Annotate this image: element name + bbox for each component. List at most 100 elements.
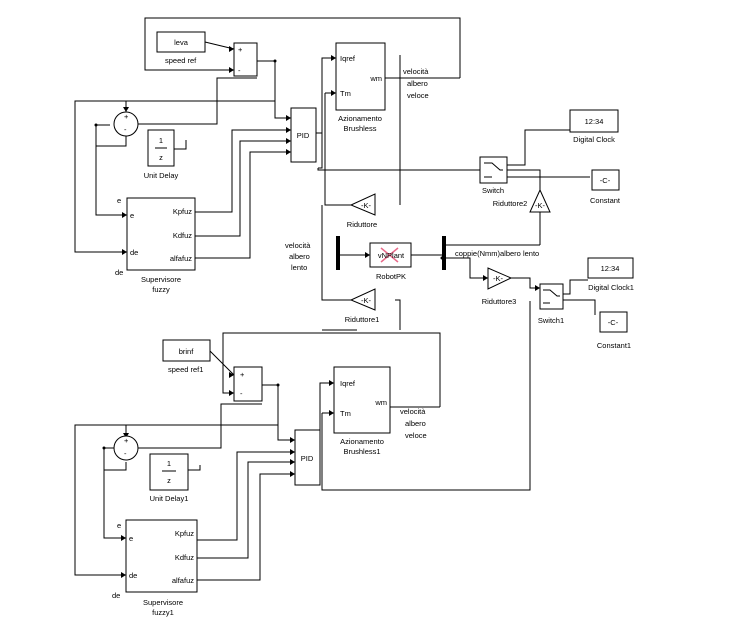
riduttore3-gain: -K- <box>493 274 504 283</box>
clock-caption: Digital Clock <box>573 135 615 144</box>
constant1-caption: Constant1 <box>597 341 631 350</box>
clock1-caption: Digital Clock1 <box>588 283 634 292</box>
brinf-caption: speed ref1 <box>168 365 203 374</box>
sum-top-minus: - <box>238 66 241 75</box>
sup-top-caption1: Supervisore <box>141 275 181 284</box>
azionamento-brushless1-block[interactable]: Iqref Tm wm Azionamento Brushless1 <box>333 366 391 456</box>
sum-bottom[interactable]: + - <box>233 366 263 402</box>
unit-delay1-block[interactable]: 1 z Unit Delay1 <box>149 453 189 503</box>
riduttore3-block[interactable]: -K- Riduttore3 <box>482 267 517 306</box>
sum-top-plus: + <box>238 45 243 54</box>
riduttore-gain: -K- <box>361 201 372 210</box>
az-top-iqref: Iqref <box>340 54 356 63</box>
sup-bot-de: de <box>129 571 137 580</box>
sum-fb-top-plus: + <box>124 112 129 121</box>
az-bot-wm: wm <box>374 398 387 407</box>
signal-e-top: e <box>117 196 121 205</box>
signal-de-top: de <box>115 268 123 277</box>
riduttore2-block[interactable]: -K- <box>529 188 551 213</box>
az-bot-caption2: Brushless1 <box>343 447 380 456</box>
az-bot-tm: Tm <box>340 409 351 418</box>
svg-text:albero: albero <box>289 252 310 261</box>
az-top-caption2: Brushless <box>344 124 377 133</box>
sup-bot-e: e <box>129 534 133 543</box>
leva-block[interactable]: leva speed ref <box>156 31 206 65</box>
switch1-caption: Switch1 <box>538 316 564 325</box>
constant-block[interactable]: -C- Constant <box>590 169 621 205</box>
riduttore1-gain: -K- <box>361 296 372 305</box>
svg-text:veloce: veloce <box>405 431 427 440</box>
riduttore-block[interactable]: -K- Riduttore <box>347 193 377 229</box>
label-coppie: coppie(Nmm)albero lento <box>455 249 539 258</box>
sum-fb-bottom[interactable]: + - <box>113 435 139 461</box>
pid-top-label: PID <box>297 131 310 140</box>
svg-text:veloce: veloce <box>407 91 429 100</box>
unit-delay-den: z <box>159 153 163 162</box>
clock1-time: 12:34 <box>601 264 620 273</box>
label-vel-veloce-top: velocità albero veloce <box>403 67 429 100</box>
riduttore2-gain: -K- <box>535 201 546 210</box>
constant1-value: -C- <box>608 318 619 327</box>
sum-bot-plus: + <box>240 370 245 379</box>
digital-clock-block[interactable]: 12:34 Digital Clock <box>569 109 619 144</box>
unit-delay1-num: 1 <box>167 459 171 468</box>
unit-delay-caption: Unit Delay <box>144 171 179 180</box>
unit-delay-num: 1 <box>159 136 163 145</box>
az-top-wm: wm <box>369 74 382 83</box>
unit-delay1-den: z <box>167 476 171 485</box>
signal-de-bottom: de <box>112 591 120 600</box>
switch1-block[interactable]: Switch1 <box>538 283 564 325</box>
sup-bot-kpfuz: Kpfuz <box>175 529 194 538</box>
az-bot-iqref: Iqref <box>340 379 356 388</box>
azionamento-brushless-block[interactable]: Iqref Tm wm Azionamento Brushless <box>335 42 386 133</box>
riduttore3-caption: Riduttore3 <box>482 297 517 306</box>
sup-bot-kdfuz: Kdfuz <box>175 553 194 562</box>
sum-top[interactable]: + - <box>233 42 258 77</box>
svg-text:albero: albero <box>405 419 426 428</box>
pid-bottom-block[interactable]: PID <box>294 429 321 486</box>
svg-text:velocità: velocità <box>403 67 429 76</box>
demux-bar-right <box>442 236 446 270</box>
constant-caption: Constant <box>590 196 621 205</box>
brinf-label: brinf <box>179 347 195 356</box>
sum-fb-bot-plus: + <box>124 436 129 445</box>
sup-top-alfafuz: alfafuz <box>170 254 192 263</box>
digital-clock1-block[interactable]: 12:34 Digital Clock1 <box>587 257 634 292</box>
constant1-block[interactable]: -C- Constant1 <box>597 311 631 350</box>
leva-label: leva <box>174 38 189 47</box>
label-vel-lento: velocità albero lento <box>285 241 311 272</box>
pid-bot-label: PID <box>301 454 314 463</box>
supervisore-fuzzy-block[interactable]: e de Kpfuz Kdfuz alfafuz Supervisore fuz… <box>126 197 196 294</box>
supervisore-fuzzy1-block[interactable]: e de Kpfuz Kdfuz alfafuz Supervisore fuz… <box>125 519 198 617</box>
sum-fb-top[interactable]: + - <box>113 111 139 137</box>
unit-delay-block[interactable]: 1 z Unit Delay <box>144 129 179 180</box>
sum-fb-top-minus: - <box>124 125 127 134</box>
sup-top-kdfuz: Kdfuz <box>173 231 192 240</box>
riduttore1-block[interactable]: -K- Riduttore1 <box>345 288 380 324</box>
az-bot-caption1: Azionamento <box>340 437 384 446</box>
clock-time: 12:34 <box>585 117 604 126</box>
az-top-caption1: Azionamento <box>338 114 382 123</box>
constant-value: -C- <box>600 176 611 185</box>
svg-text:velocità: velocità <box>285 241 311 250</box>
pid-top-block[interactable]: PID <box>290 107 317 163</box>
arrowheads <box>121 46 540 578</box>
riduttore2-caption: Riduttore2 <box>493 199 528 208</box>
sup-bot-caption2: fuzzy1 <box>152 608 174 617</box>
label-vel-veloce-bottom: velocità albero veloce <box>400 407 427 440</box>
leva-caption: speed ref <box>165 56 197 65</box>
robotpk-caption: RobotPK <box>376 272 406 281</box>
sum-bot-minus: - <box>240 389 243 398</box>
az-top-tm: Tm <box>340 89 351 98</box>
switch-block[interactable]: Switch <box>479 156 508 195</box>
riduttore1-caption: Riduttore1 <box>345 315 380 324</box>
svg-text:lento: lento <box>291 263 307 272</box>
sup-bot-alfafuz: alfafuz <box>172 576 194 585</box>
brinf-block[interactable]: brinf speed ref1 <box>162 339 211 374</box>
junction-dots <box>94 59 444 450</box>
svg-text:albero: albero <box>407 79 428 88</box>
sup-top-kpfuz: Kpfuz <box>173 207 192 216</box>
sup-top-e: e <box>130 211 134 220</box>
robotpk-block[interactable]: vNPlant RobotPK <box>369 242 412 281</box>
